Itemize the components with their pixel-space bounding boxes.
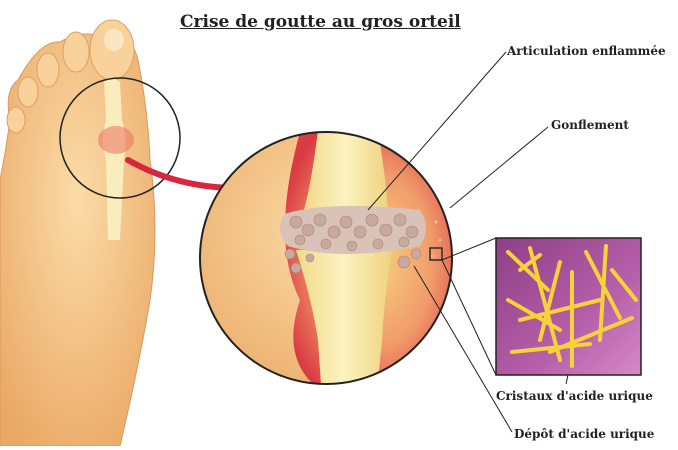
joint-red xyxy=(98,126,134,154)
label-uric-acid-crystals: Cristaux d'acide urique xyxy=(496,389,653,403)
label-uric-acid-deposit: Dépôt d'acide urique xyxy=(514,427,654,441)
label-swelling: Gonflement xyxy=(551,118,629,132)
toe-4 xyxy=(18,77,38,107)
label-inflamed-joint: Articulation enflammée xyxy=(507,44,666,58)
toe-5 xyxy=(7,107,25,133)
toe-2 xyxy=(63,32,89,72)
crystal-inset xyxy=(442,238,641,375)
page-title: Crise de goutte au gros orteil xyxy=(180,12,460,32)
foot-illustration xyxy=(0,20,180,446)
toenail xyxy=(104,29,124,51)
toe-3 xyxy=(37,53,59,87)
joint-zoom xyxy=(190,112,470,400)
